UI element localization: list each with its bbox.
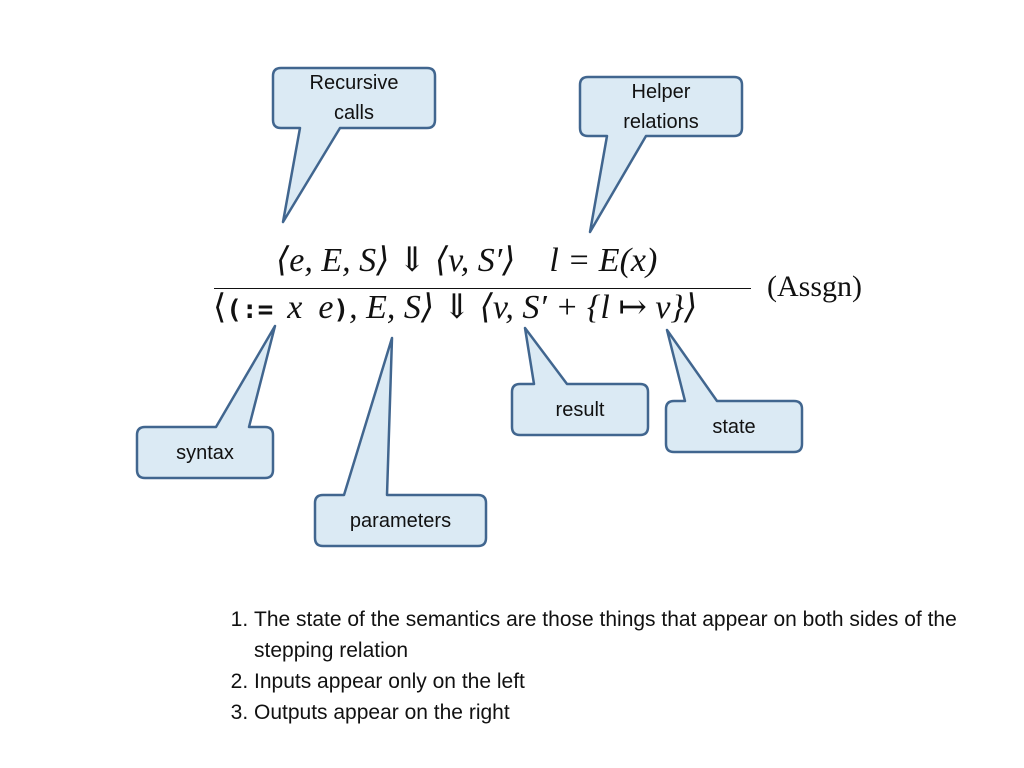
callout-helper-relations: Helper relations (580, 77, 742, 136)
callout-helper-relations-line2: relations (623, 110, 699, 133)
callout-result-shape (510, 326, 650, 437)
callout-helper-relations-line1: Helper (631, 80, 691, 103)
notes-item: Outputs appear on the right (254, 697, 974, 728)
premise-judgment: ⟨e, E, S⟩ ⇓ ⟨v, S′⟩ (276, 242, 516, 279)
rule-premise: ⟨e, E, S⟩ ⇓ ⟨v, S′⟩ l = E(x) (276, 240, 657, 280)
callout-state: state (712, 415, 756, 438)
notes-item: The state of the semantics are those thi… (254, 604, 974, 666)
callout-recursive-calls: Recursive calls (273, 68, 435, 128)
callout-recursive-calls-line2: calls (333, 102, 374, 124)
callout-helper-relations-shape (578, 75, 744, 234)
callout-parameters-shape (313, 336, 488, 548)
rule-divider (214, 288, 751, 289)
conclusion-open-bracket: ⟨ (213, 289, 227, 326)
conclusion-rest: , E, S⟩ ⇓ ⟨v, S′ + {l ↦ v}⟩ (349, 289, 698, 326)
callout-parameters: parameters (349, 509, 452, 532)
conclusion-var-x: x (287, 289, 303, 326)
callout-syntax-shape (135, 324, 277, 480)
conclusion-assign-op: (:= (226, 295, 274, 325)
notes-item: Inputs appear only on the left (254, 666, 974, 697)
notes-list: The state of the semantics are those thi… (212, 604, 974, 728)
conclusion-close-paren: ) (333, 295, 350, 325)
conclusion-expr-e: e (318, 289, 334, 326)
callout-recursive-calls-shape (271, 66, 437, 224)
callout-recursive-calls-line1: Recursive (309, 72, 399, 94)
callout-syntax: syntax (176, 441, 234, 464)
premise-helper: l = E(x) (549, 242, 658, 279)
rule-name: (Assgn) (767, 270, 862, 303)
callout-result: result (555, 398, 605, 421)
callout-state-shape (664, 328, 804, 454)
